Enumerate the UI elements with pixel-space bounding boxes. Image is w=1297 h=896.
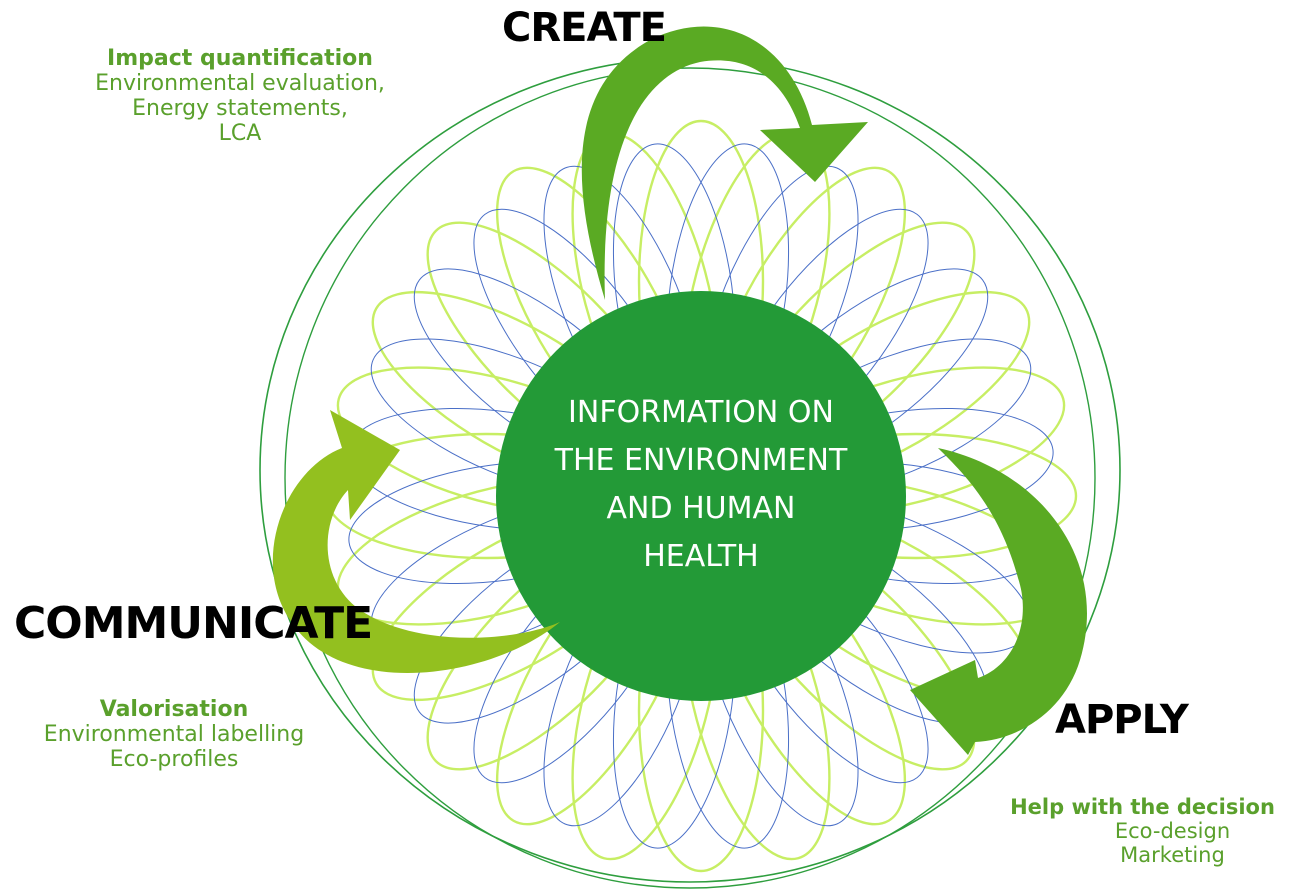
curved-arrow-create (581, 26, 868, 300)
note-impact-heading: Impact quantification (107, 46, 373, 71)
note-valorisation-line-2: Eco-profiles (109, 747, 239, 772)
curved-arrow-communicate (272, 410, 560, 673)
stage-apply: APPLY (1055, 697, 1189, 743)
note-decision-line-2: Marketing (1120, 843, 1225, 867)
note-valorisation: Valorisation Environmental labelling Eco… (14, 697, 334, 772)
center-title: INFORMATION ON THE ENVIRONMENT AND HUMAN… (531, 389, 871, 581)
curved-arrow-apply (910, 448, 1087, 755)
outer-ring-2 (284, 67, 1096, 889)
center-line-1: INFORMATION ON (568, 395, 834, 430)
center-line-2: THE ENVIRONMENT (554, 443, 848, 478)
note-decision-heading: Help with the decision (1010, 795, 1275, 819)
center-line-3: AND HUMAN (606, 491, 796, 526)
note-valorisation-line-1: Environmental labelling (43, 722, 305, 747)
center-circle (496, 291, 906, 701)
note-impact-line-3: LCA (218, 121, 262, 146)
center-line-4: HEALTH (643, 539, 759, 574)
note-impact-line-1: Environmental evaluation, (95, 71, 385, 96)
note-decision: Help with the decision Eco-design Market… (990, 795, 1295, 867)
stage-communicate: COMMUNICATE (14, 598, 373, 649)
stage-create: CREATE (502, 5, 667, 51)
note-impact: Impact quantification Environmental eval… (60, 46, 420, 146)
note-impact-line-2: Energy statements, (132, 96, 348, 121)
note-valorisation-heading: Valorisation (99, 697, 249, 722)
note-decision-line-1: Eco-design (1114, 819, 1231, 843)
